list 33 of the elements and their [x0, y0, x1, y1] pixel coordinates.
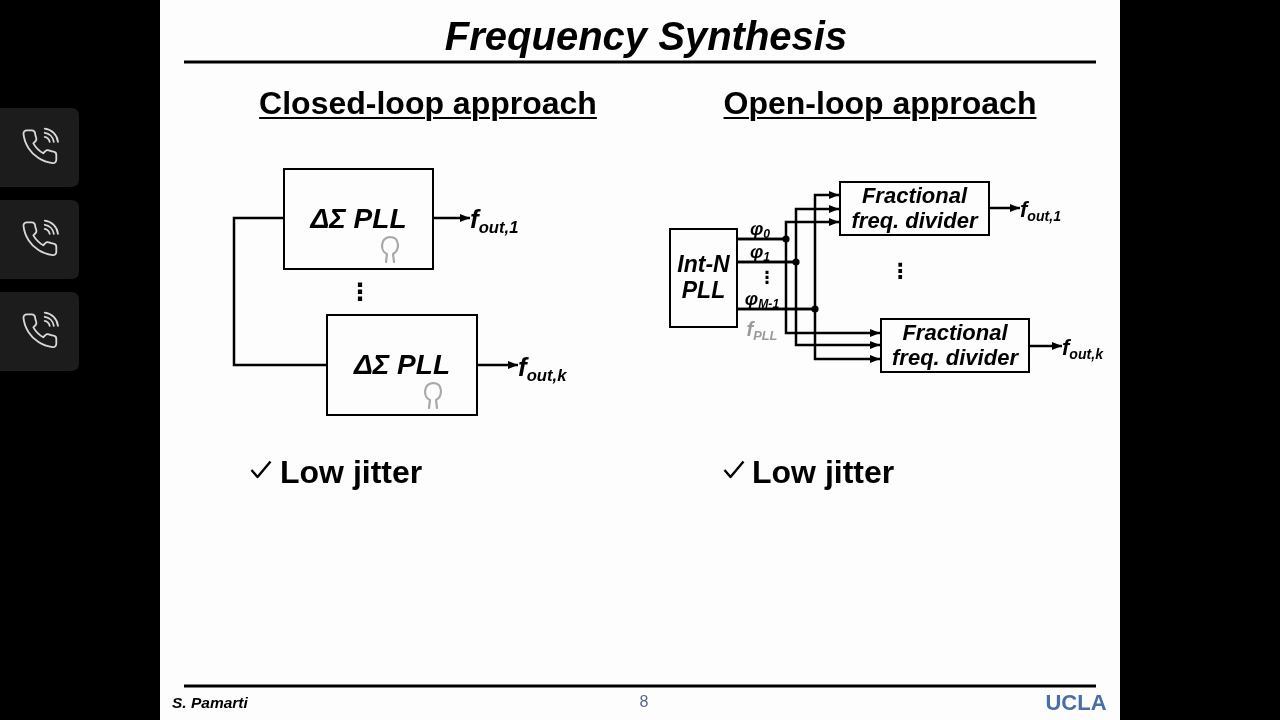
block-label: ΔΣ PLL: [310, 203, 407, 235]
pll-block: [669, 228, 738, 328]
vertical-ellipsis: ⋮: [758, 268, 776, 286]
block-label: Int-N PLL: [676, 252, 731, 304]
institution-name: UCLA: [1045, 692, 1107, 714]
signal-label: f$_{PLL}$: [746, 319, 778, 339]
section-heading: Closed-loop approach: [259, 87, 597, 119]
bullet-text: Low jitter: [752, 456, 895, 488]
bullet-text: Low jitter: [280, 456, 423, 488]
arrow: [434, 214, 470, 222]
phase-label: φ$_{M-1}$: [744, 288, 780, 308]
author-name: S. Pamarti: [172, 695, 248, 711]
arrow: [478, 361, 518, 369]
phase-label: φ$_{1}$: [749, 241, 771, 261]
phase-label: φ$_{0}$: [749, 218, 771, 238]
pll-block: [326, 314, 478, 416]
page-number: 8: [639, 694, 649, 710]
slide-title: Frequency Synthesis: [444, 16, 848, 56]
section-heading: Open-loop approach: [723, 87, 1037, 119]
block-label: ΔΣ PLL: [354, 349, 450, 381]
connector-line: [232, 216, 326, 367]
block-label: Fractional freq. divider: [891, 320, 1020, 371]
arrow: [990, 204, 1020, 212]
divider-block: [880, 318, 1030, 373]
divider-block: [839, 181, 990, 236]
arrow: [738, 260, 880, 349]
vertical-ellipsis: ⋮: [348, 280, 372, 304]
arrow: [738, 307, 880, 363]
arrow: [1030, 342, 1062, 350]
vertical-ellipsis: ⋮: [889, 260, 911, 282]
block-label: Fractional freq. divider: [850, 183, 980, 234]
arrow: [738, 237, 880, 337]
pll-block: [283, 168, 434, 270]
